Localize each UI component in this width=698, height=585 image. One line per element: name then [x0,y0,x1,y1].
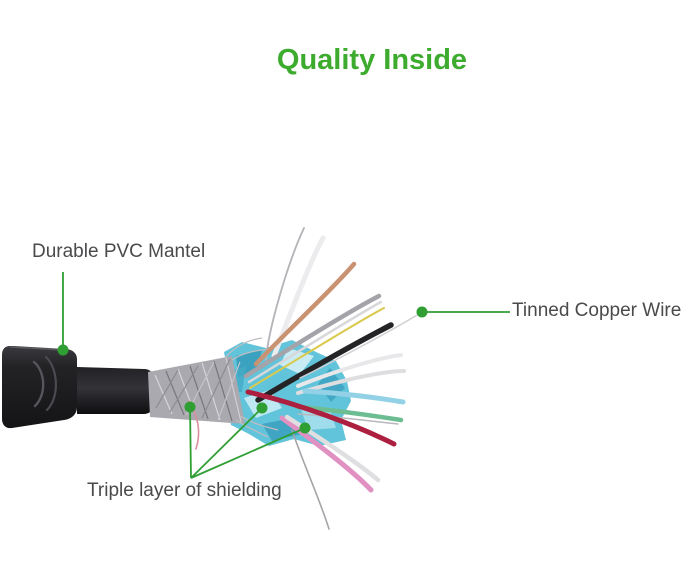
callout-dot-shield-2 [256,402,268,414]
wire-pink [279,415,374,493]
wire-black [255,322,394,403]
callout-label-triple-shielding: Triple layer of shielding [87,480,282,501]
callout-label-tinned-copper: Tinned Copper Wire [512,300,682,321]
wire-thin-gray [297,413,399,425]
annotation-lines [62,272,510,479]
wire-gray-light [247,300,383,384]
page-title: Quality Inside [276,44,468,76]
annotation-dots [57,306,428,434]
pvc-jacket [77,367,157,414]
wire-white [296,353,403,388]
wire-gray [243,293,382,379]
callout-dot-copper [416,306,428,318]
callout-dot-pvc [57,344,69,356]
callout-line-shield-2 [190,407,263,479]
callout-dot-shield-1 [184,401,196,413]
wire-copper [253,261,357,367]
callout-line-shield-3 [190,427,306,479]
callout-label-pvc-mantel: Durable PVC Mantel [32,241,206,262]
braid-mesh [154,357,242,423]
wire-white [284,414,381,483]
connector-groove [44,355,57,412]
wire-yellow [249,307,385,389]
wire-crimson [245,389,397,447]
wire-fan [188,227,420,530]
tinned-copper-wire [299,313,420,379]
braided-shield [148,337,279,438]
callout-line-shield-1 [189,406,192,479]
wire-thin-silver [265,227,305,361]
connector-highlight [9,346,65,351]
connector-groove [32,360,45,408]
wire-light-blue [302,388,406,405]
connector-body [2,346,77,429]
wire-thin-gray-down [291,429,330,530]
callout-dot-shield-3 [299,422,311,434]
